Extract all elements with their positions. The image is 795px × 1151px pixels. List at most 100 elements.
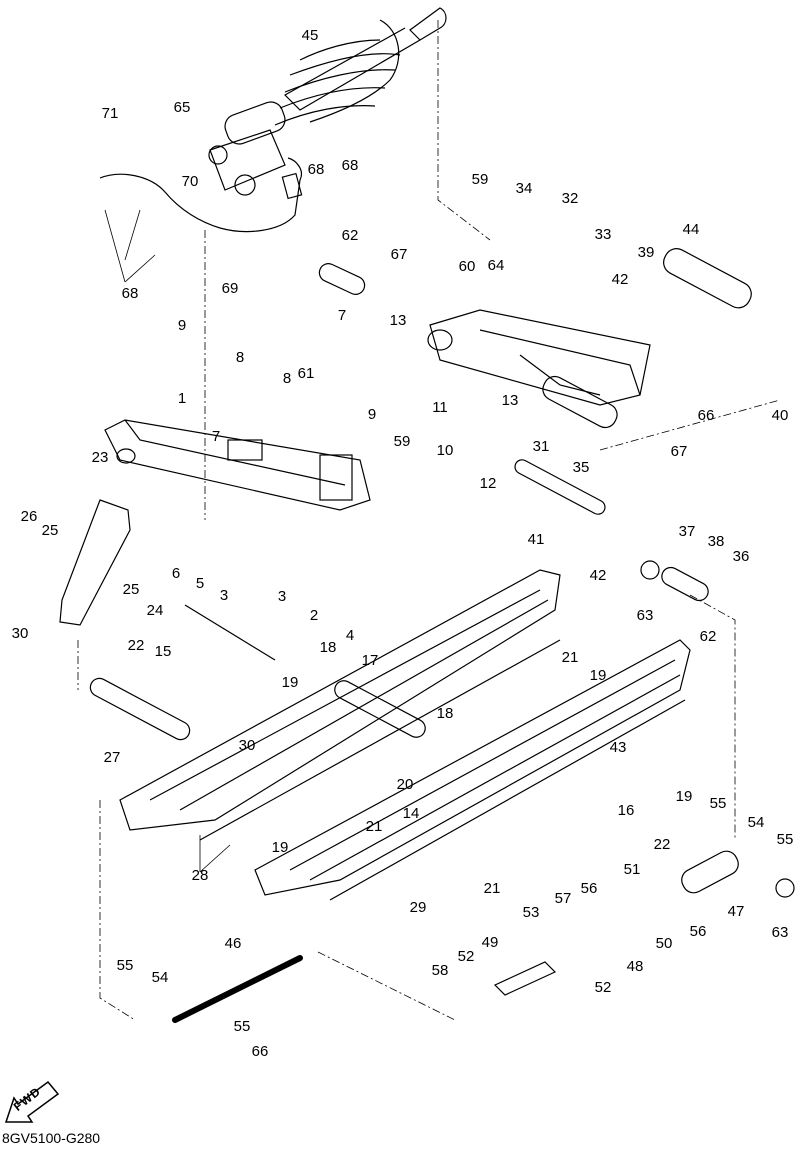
shaft-62 <box>318 263 366 295</box>
shock-absorber <box>208 7 447 196</box>
callout-14: 14 <box>403 805 420 822</box>
callout-44: 44 <box>683 221 700 238</box>
callout-42: 42 <box>612 271 629 288</box>
callout-22: 22 <box>654 836 671 853</box>
callout-22: 22 <box>128 637 145 654</box>
callout-13: 13 <box>390 312 407 329</box>
callout-34: 34 <box>516 180 533 197</box>
callout-18: 18 <box>437 705 454 722</box>
callout-59: 59 <box>394 433 411 450</box>
wiring-harness <box>99 157 302 233</box>
callout-19: 19 <box>676 788 693 805</box>
callout-10: 10 <box>437 442 454 459</box>
callout-26: 26 <box>21 508 38 525</box>
callout-67: 67 <box>671 443 688 460</box>
callout-9: 9 <box>368 406 376 423</box>
stopper-plate-23 <box>59 499 131 626</box>
callout-63: 63 <box>772 924 789 941</box>
callout-35: 35 <box>573 459 590 476</box>
collar-63b <box>640 560 660 580</box>
callout-32: 32 <box>562 190 579 207</box>
shaft-35 <box>542 375 618 429</box>
callout-46: 46 <box>225 935 242 952</box>
callout-38: 38 <box>708 533 725 550</box>
callout-41: 41 <box>528 531 545 548</box>
callout-6: 6 <box>172 565 180 582</box>
callout-40: 40 <box>772 407 789 424</box>
callout-12: 12 <box>480 475 497 492</box>
callout-7: 7 <box>212 428 220 445</box>
callout-48: 48 <box>627 958 644 975</box>
callout-21: 21 <box>484 880 501 897</box>
callout-18: 18 <box>320 639 337 656</box>
callout-21: 21 <box>562 649 579 666</box>
callout-43: 43 <box>610 739 627 756</box>
part-drawings <box>59 7 795 1023</box>
slide-rail-right <box>254 639 691 901</box>
shaft-17 <box>334 680 426 738</box>
callout-59: 59 <box>472 171 489 188</box>
callout-55: 55 <box>234 1018 251 1035</box>
callout-2: 2 <box>310 607 318 624</box>
callout-66: 66 <box>698 407 715 424</box>
callout-42: 42 <box>590 567 607 584</box>
callout-15: 15 <box>155 643 172 660</box>
shaft-47 <box>681 850 739 894</box>
callout-62: 62 <box>342 227 359 244</box>
callout-19: 19 <box>272 839 289 856</box>
callout-23: 23 <box>92 449 109 466</box>
callout-58: 58 <box>432 962 449 979</box>
callout-29: 29 <box>410 899 427 916</box>
callout-13: 13 <box>502 392 519 409</box>
callout-66: 66 <box>252 1043 269 1060</box>
callout-20: 20 <box>397 776 414 793</box>
shaft-62b <box>661 566 709 602</box>
callout-37: 37 <box>679 523 696 540</box>
front-arm <box>104 419 371 511</box>
shaft-41 <box>514 459 606 515</box>
callout-27: 27 <box>104 749 121 766</box>
callout-50: 50 <box>656 935 673 952</box>
callout-68: 68 <box>308 161 325 178</box>
callout-61: 61 <box>298 365 315 382</box>
callout-69: 69 <box>222 280 239 297</box>
label-ticks <box>104 209 231 873</box>
callout-30: 30 <box>12 625 29 642</box>
callout-8: 8 <box>236 349 244 366</box>
callout-25: 25 <box>123 581 140 598</box>
callout-55: 55 <box>777 831 794 848</box>
callout-16: 16 <box>618 802 635 819</box>
callout-39: 39 <box>638 244 655 261</box>
callout-71: 71 <box>102 105 119 122</box>
callout-55: 55 <box>710 795 727 812</box>
callout-24: 24 <box>147 602 164 619</box>
adjuster-49 <box>493 961 557 996</box>
leader-lines <box>77 20 781 1021</box>
callout-68: 68 <box>342 157 359 174</box>
callout-19: 19 <box>282 674 299 691</box>
callout-33: 33 <box>595 226 612 243</box>
callout-3: 3 <box>220 587 228 604</box>
callout-4: 4 <box>346 627 354 644</box>
shaft-44 <box>663 248 752 309</box>
collar-63 <box>775 878 795 898</box>
callout-28: 28 <box>192 867 209 884</box>
callout-52: 52 <box>595 979 612 996</box>
callout-5: 5 <box>196 575 204 592</box>
callout-57: 57 <box>555 890 572 907</box>
callout-54: 54 <box>152 969 169 986</box>
slide-rail-left <box>119 569 561 841</box>
shaft-15 <box>184 604 276 661</box>
callout-45: 45 <box>302 27 319 44</box>
callout-56: 56 <box>690 923 707 940</box>
callout-70: 70 <box>182 173 199 190</box>
callout-36: 36 <box>733 548 750 565</box>
callout-17: 17 <box>362 652 379 669</box>
callout-60: 60 <box>459 258 476 275</box>
callout-54: 54 <box>748 814 765 831</box>
callout-68: 68 <box>122 285 139 302</box>
callout-3: 3 <box>278 588 286 605</box>
callout-63: 63 <box>637 607 654 624</box>
